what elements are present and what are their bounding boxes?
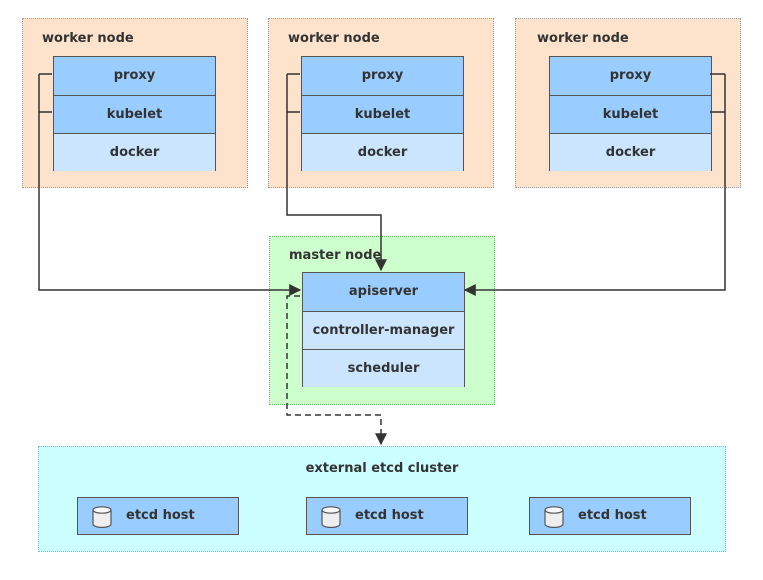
proxy-component[interactable]: proxy [302,57,463,95]
worker-node-title: worker node [537,31,629,46]
controller-manager-component[interactable]: controller-manager [303,311,464,349]
docker-component[interactable]: docker [54,133,215,171]
database-icon [544,506,564,528]
proxy-component[interactable]: proxy [550,57,711,95]
etcd-host-2[interactable]: etcd host [306,497,468,535]
etcd-host-label: etcd host [578,508,647,523]
kubelet-component[interactable]: kubelet [550,95,711,133]
master-components: apiserver controller-manager scheduler [302,272,465,387]
worker-node-2: worker node proxy kubelet docker [268,18,494,188]
worker-components: proxy kubelet docker [53,56,216,171]
etcd-host-label: etcd host [355,508,424,523]
kubelet-component[interactable]: kubelet [54,95,215,133]
kubelet-component[interactable]: kubelet [302,95,463,133]
etcd-cluster: external etcd cluster etcd host etcd hos… [38,446,726,552]
database-icon [92,506,112,528]
etcd-host-label: etcd host [126,508,195,523]
master-node: master node apiserver controller-manager… [269,236,495,405]
worker-components: proxy kubelet docker [301,56,464,171]
worker-components: proxy kubelet docker [549,56,712,171]
scheduler-component[interactable]: scheduler [303,349,464,387]
worker-node-title: worker node [288,31,380,46]
worker-node-title: worker node [42,31,134,46]
etcd-cluster-title: external etcd cluster [305,461,459,476]
etcd-host-1[interactable]: etcd host [77,497,239,535]
worker-node-3: worker node proxy kubelet docker [515,18,741,188]
etcd-host-3[interactable]: etcd host [529,497,691,535]
apiserver-component[interactable]: apiserver [303,273,464,311]
database-icon [321,506,341,528]
proxy-component[interactable]: proxy [54,57,215,95]
master-node-title: master node [289,248,382,263]
docker-component[interactable]: docker [302,133,463,171]
worker-node-1: worker node proxy kubelet docker [22,18,248,188]
docker-component[interactable]: docker [550,133,711,171]
